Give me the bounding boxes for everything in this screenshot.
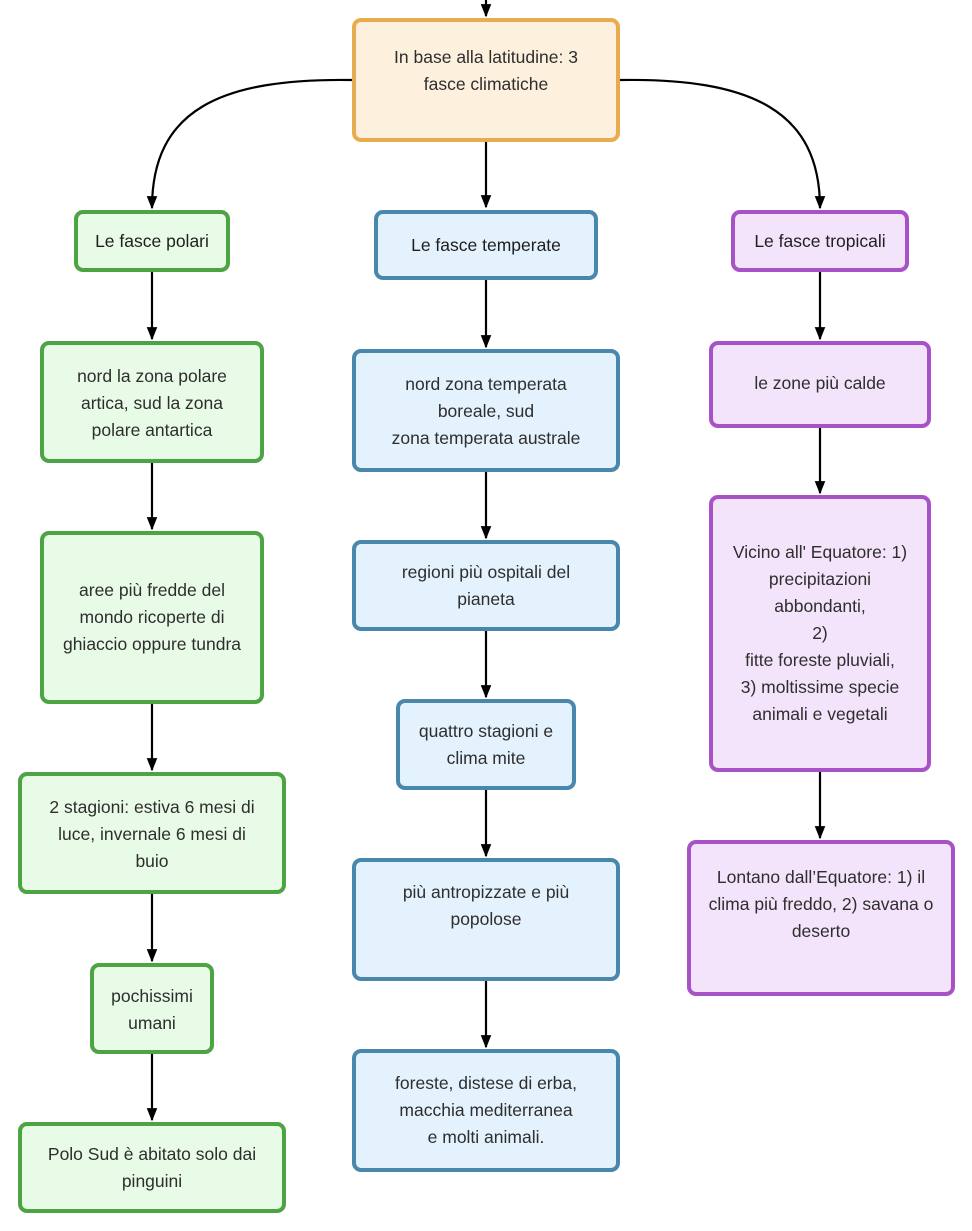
connector-root-tropical: [619, 78, 826, 210]
temperate-item-3-text: quattro stagioni e clima mite: [418, 721, 554, 768]
temperate-item-1-text: nord zona temperata boreale, sud zona te…: [391, 374, 581, 448]
tropical-zone-title-text: Le fasce tropicali: [754, 230, 886, 251]
tropical-item-1: le zone più calde: [709, 341, 931, 428]
tropical-item-1-text: le zone più calde: [754, 373, 886, 393]
temperate-item-5-text: foreste, distese di erba, macchia medite…: [395, 1073, 577, 1147]
polar-item-2-text: aree più fredde del mondo ricoperte di g…: [62, 580, 242, 654]
polar-zone-title: Le fasce polari: [74, 210, 230, 272]
polar-item-1: nord la zona polare artica, sud la zona …: [40, 341, 264, 463]
tropical-item-3-text: Lontano dall’Equatore: 1) il clima più f…: [708, 867, 934, 941]
connector-root-polar: [146, 78, 353, 210]
polar-zone-title-text: Le fasce polari: [95, 230, 209, 251]
tropical-item-2: Vicino all' Equatore: 1) precipitazioni …: [709, 495, 931, 772]
polar-item-4: pochissimi umani: [90, 963, 214, 1054]
polar-item-4-text: pochissimi umani: [111, 986, 193, 1033]
temperate-item-4-text: più antropizzate e più popolose: [402, 882, 570, 929]
temperate-item-2: regioni più ospitali del pianeta: [352, 540, 620, 631]
polar-item-3-text: 2 stagioni: estiva 6 mesi di luce, inver…: [49, 797, 255, 871]
polar-item-1-text: nord la zona polare artica, sud la zona …: [77, 366, 227, 440]
temperate-item-1: nord zona temperata boreale, sud zona te…: [352, 349, 620, 472]
temperate-item-3: quattro stagioni e clima mite: [396, 699, 576, 790]
polar-item-2: aree più fredde del mondo ricoperte di g…: [40, 531, 264, 704]
temperate-zone-title-text: Le fasce temperate: [411, 234, 561, 255]
temperate-zone-title: Le fasce temperate: [374, 210, 598, 280]
tropical-item-3: Lontano dall’Equatore: 1) il clima più f…: [687, 840, 955, 996]
temperate-item-5: foreste, distese di erba, macchia medite…: [352, 1049, 620, 1172]
temperate-item-2-text: regioni più ospitali del pianeta: [401, 562, 571, 609]
root-node: In base alla latitudine: 3 fasce climati…: [352, 18, 620, 142]
tropical-zone-title: Le fasce tropicali: [731, 210, 909, 272]
polar-item-5: Polo Sud è abitato solo dai pinguini: [18, 1122, 286, 1213]
temperate-item-4: più antropizzate e più popolose: [352, 858, 620, 981]
polar-item-3: 2 stagioni: estiva 6 mesi di luce, inver…: [18, 772, 286, 894]
tropical-item-2-text: Vicino all' Equatore: 1) precipitazioni …: [732, 542, 908, 724]
polar-item-5-text: Polo Sud è abitato solo dai pinguini: [47, 1144, 257, 1191]
root-node-text: In base alla latitudine: 3 fasce climati…: [394, 47, 578, 94]
